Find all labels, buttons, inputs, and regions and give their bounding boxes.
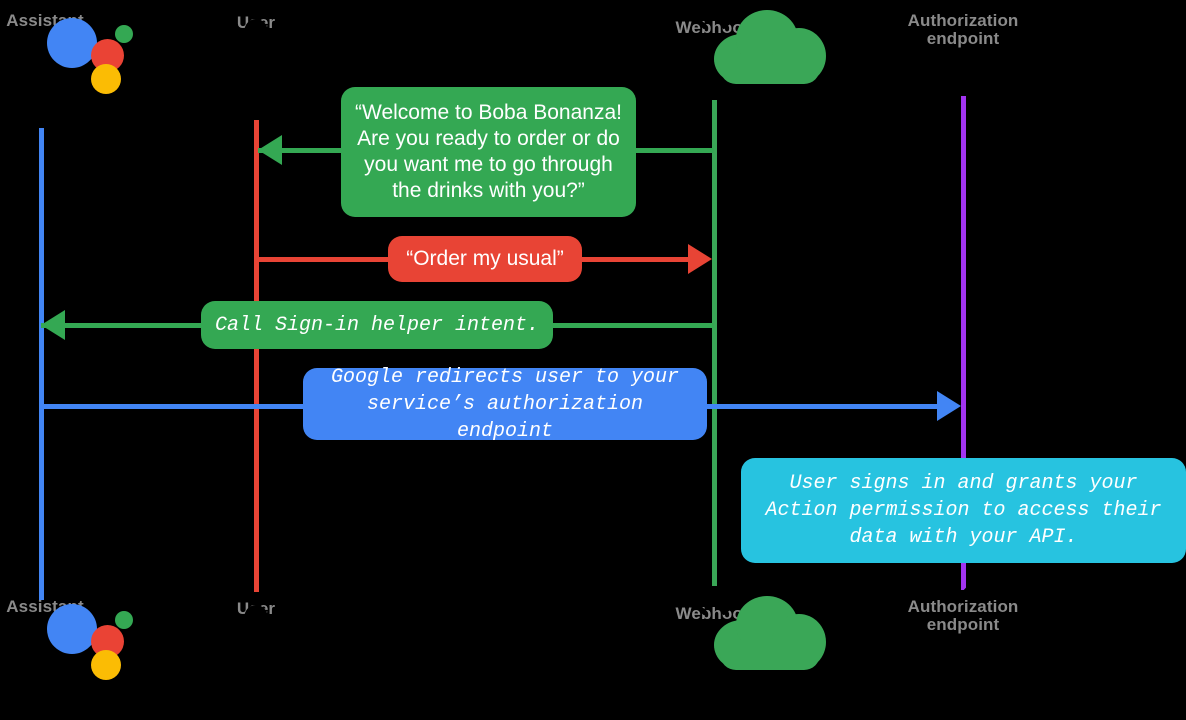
lifeline-assistant [39,128,44,600]
arrowhead-google-redirect [937,391,961,421]
actor-webhook-top: Webhook [657,0,826,84]
lifeline-webhook [712,100,717,586]
message-text-google-redirect: Google redirects user to your service’s … [330,365,680,443]
actor-authorization-endpoint-top: Authorization endpoint [880,0,1046,49]
message-bubble-order-my-usual: “Order my usual” [388,236,582,282]
actor-label-webhook: Webhook [675,604,753,623]
message-bubble-user-grants-permission: User signs in and grants your Action per… [741,458,1186,563]
message-text-call-signin-helper: Call Sign-in helper intent. [214,313,540,337]
actor-assistant-top: Assistant [0,11,133,94]
actor-label-authorization-endpoint: Authorization endpoint [907,597,1019,635]
message-bubble-welcome: “Welcome to Boba Bonanza! Are you ready … [341,87,636,217]
message-bubble-call-signin-helper: Call Sign-in helper intent. [201,301,553,349]
message-bubble-google-redirect: Google redirects user to your service’s … [303,366,707,443]
actor-user-top: User [212,6,300,32]
actor-webhook-bottom: Webhook [657,581,826,670]
actor-label-authorization-endpoint: Authorization endpoint [907,11,1019,49]
lifeline-user [254,120,259,592]
arrowhead-welcome [258,135,282,165]
actor-user-bottom: User [212,592,300,618]
lifeline-authorization-endpoint [961,96,966,590]
actor-authorization-endpoint-bottom: Authorization endpoint [880,572,1046,635]
message-text-welcome: “Welcome to Boba Bonanza! Are you ready … [355,101,622,202]
actor-assistant-bottom: Assistant [0,597,133,680]
actor-label-webhook: Webhook [675,18,753,37]
message-text-order-my-usual: “Order my usual” [406,247,564,270]
arrowhead-order-my-usual [688,244,712,274]
arrowhead-call-signin-helper [41,310,65,340]
message-text-user-grants-permission: User signs in and grants your Action per… [765,472,1162,549]
